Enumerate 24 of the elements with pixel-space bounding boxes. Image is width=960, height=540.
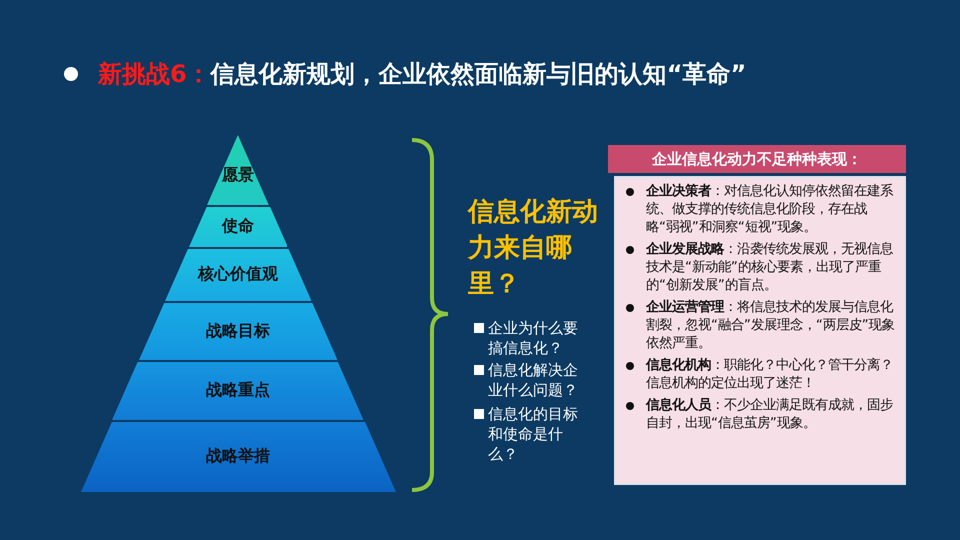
layer-label: 核心价值观 (196, 264, 279, 285)
question-heading: 信息化新动力来自哪里？ (468, 196, 599, 301)
pyramid-layer (80, 422, 396, 492)
bullet-item: 企业发展战略：沿袭传统发展观，无视信息技术是“新动能”的核心要素，出现了严重的“创新发展”的盲点。 (624, 241, 898, 295)
layer-label: 战略举措 (205, 446, 271, 467)
panel-header: 企业信息化动力不足种种表现： (608, 145, 906, 173)
question-item: 企业为什么要搞信息化？ (474, 318, 580, 358)
question-item: 信息化解决企业什么问题？ (474, 360, 580, 400)
bullet-item: 企业决策者：对信息化认知停依然留在建系统、做支撑的传统信息化阶段，存在战略“弱视”和洞察“短视”现象。 (624, 183, 898, 237)
pyramid-layer (188, 207, 288, 247)
text-panel (614, 176, 906, 485)
layer-label: 愿景 (220, 165, 255, 186)
bullet-item: 企业运营管理：将信息技术的发展与信息化割裂，忽视“融合”发展理念，“两层皮”现象依然严重。 (624, 299, 898, 353)
pyramid-layer (164, 249, 312, 301)
bullet-item: 信息化机构：职能化？中心化？管干分离？信息机构的定位出现了迷茫！ (624, 357, 898, 393)
layer-label: 使命 (220, 216, 255, 237)
layer-label: 战略目标 (204, 320, 271, 342)
layer-label: 战略重点 (204, 380, 271, 401)
slide-title: 新挑战6：信息化新规划，企业依然面临新与旧的认知“革命” (98, 59, 746, 90)
question-item: 信息化的目标和使命是什么？ (474, 404, 580, 464)
pyramid-layer (112, 362, 364, 420)
bullet-item: 信息化人员：不少企业满足既有成就，固步自封，出现“信息茧房”现象。 (624, 397, 898, 433)
pyramid-layer (207, 135, 269, 205)
pyramid-layer (138, 303, 338, 360)
